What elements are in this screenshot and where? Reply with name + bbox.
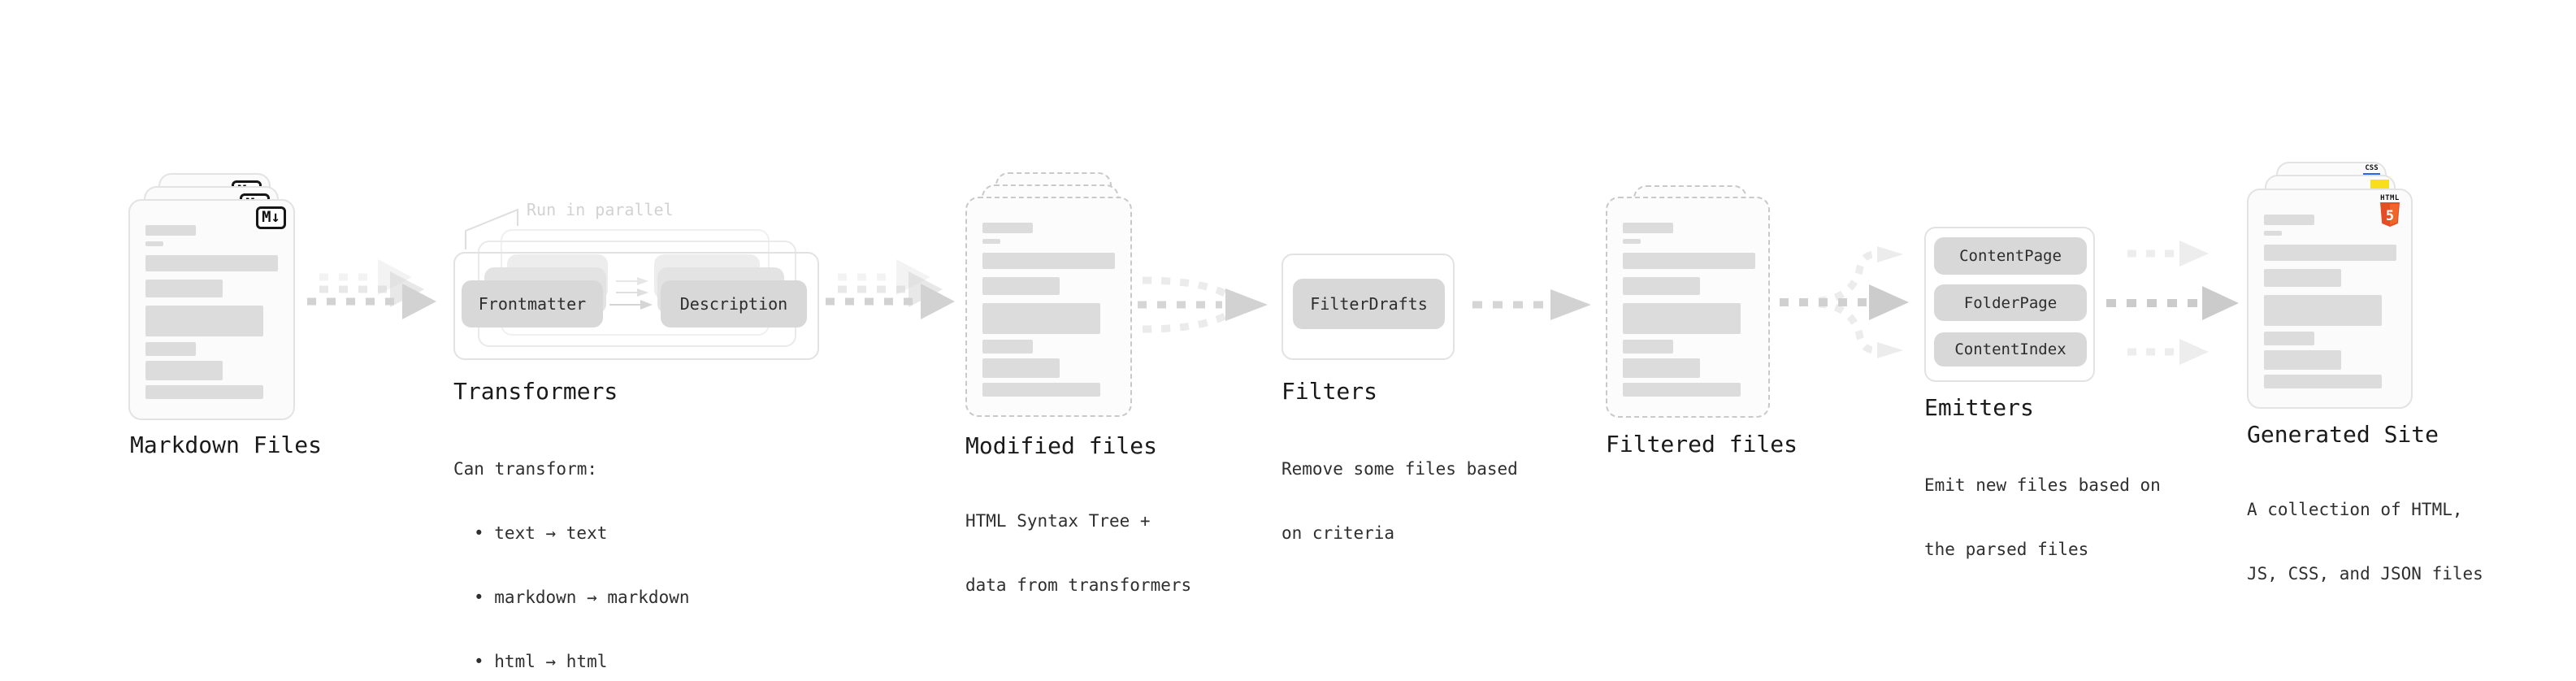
run-in-parallel-leader-line: [465, 208, 518, 249]
js-icon: [2370, 180, 2389, 190]
stage-description-transformers: Can transform: • text → text • markdown …: [453, 459, 690, 671]
emitter-pill-contentpage: ContentPage: [1934, 237, 2087, 275]
stage-title-markdown: Markdown Files: [130, 432, 323, 458]
stage-title-filtered: Filtered files: [1606, 431, 1798, 458]
markdown-icon: M↓: [256, 206, 286, 229]
transformer-pill-frontmatter: Frontmatter: [462, 280, 603, 327]
document-card: M↓: [128, 199, 295, 420]
text-placeholder-bars: [2264, 215, 2396, 388]
document-card: [965, 197, 1132, 417]
document-card: [1606, 197, 1770, 418]
flow-arrow-emitters-to-generated: [2106, 241, 2239, 365]
stage-title-generated: Generated Site: [2247, 421, 2439, 448]
stage-title-modified: Modified files: [965, 432, 1158, 459]
stage-title-emitters: Emitters: [1924, 394, 2034, 421]
text-placeholder-bars: [1623, 223, 1755, 397]
flow-arrow-markdown-to-transformers: [307, 259, 436, 319]
flow-arrow-transformers-to-modified: [826, 259, 955, 319]
emitter-pill-folderpage: FolderPage: [1934, 284, 2087, 321]
stage-description-emitters: Emit new files based on the parsed files: [1924, 475, 2161, 559]
stage-title-transformers: Transformers: [453, 378, 618, 405]
flow-arrow-filters-to-filtered: [1472, 289, 1591, 320]
stage-title-filters: Filters: [1281, 378, 1378, 405]
text-placeholder-bars: [145, 225, 278, 399]
html5-icon: HTML 5: [2379, 194, 2401, 230]
document-card: HTML 5: [2247, 189, 2413, 409]
stage-description-generated: A collection of HTML, JS, CSS, and JSON …: [2247, 500, 2483, 583]
transformer-container: [453, 252, 819, 360]
svg-text:5: 5: [2386, 208, 2394, 224]
pill-arrows: [609, 277, 653, 310]
run-in-parallel-note: Run in parallel: [527, 200, 674, 219]
flow-arrow-modified-to-filters: [1138, 276, 1268, 333]
flow-arrow-filtered-to-emitters: [1780, 246, 1909, 358]
filter-pill-filterdrafts: FilterDrafts: [1293, 279, 1445, 329]
transformer-pill-description: Description: [661, 280, 807, 327]
emitter-pill-contentindex: ContentIndex: [1934, 332, 2087, 367]
text-placeholder-bars: [982, 223, 1115, 397]
stage-description-modified: HTML Syntax Tree + data from transformer…: [965, 511, 1192, 595]
stage-description-filters: Remove some files based on criteria: [1281, 459, 1518, 543]
